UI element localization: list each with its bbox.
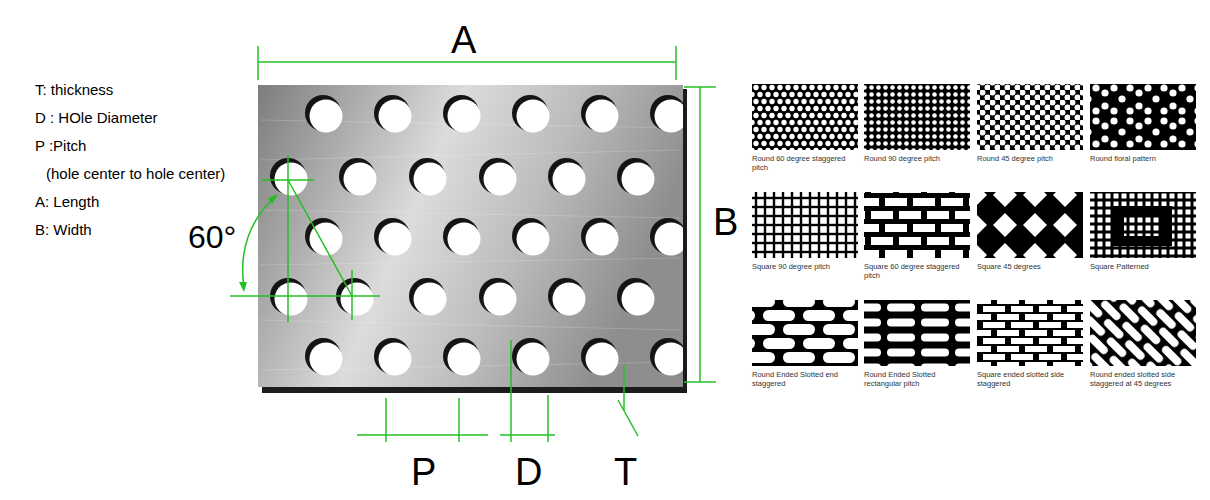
pattern-caption: Round ended slotted side staggered at 45… xyxy=(1090,370,1196,389)
pattern-swatch-area xyxy=(864,84,970,154)
pattern-caption: Round floral pattern xyxy=(1090,154,1196,163)
pattern-caption: Square 60 degree staggered pitch xyxy=(864,262,970,281)
pattern-tile: Round 90 degree pitch xyxy=(864,84,970,166)
dimension-letter: T xyxy=(614,452,637,494)
pattern-swatch-area xyxy=(1090,192,1196,262)
legend-note: B: Width xyxy=(35,222,92,239)
pattern-tile: Square 90 degree pitch xyxy=(752,192,858,274)
pattern-caption: Round Ended Slotted end staggered xyxy=(752,370,858,389)
dimension-letter: A xyxy=(451,20,476,62)
pattern-tile: Square 45 degrees xyxy=(977,192,1083,274)
pattern-swatch-area xyxy=(1090,84,1196,154)
pattern-tile: Round Ended Slotted end staggered xyxy=(752,300,858,391)
pattern-swatch-area xyxy=(752,192,858,262)
dimension-letter: B xyxy=(713,202,738,244)
pattern-tile: Round floral pattern xyxy=(1090,84,1196,166)
legend-note: A: Length xyxy=(35,194,99,211)
pattern-swatch-area xyxy=(977,300,1083,370)
pattern-caption: Square 90 degree pitch xyxy=(752,262,858,271)
pattern-tile: Round Ended Slotted rectangular pitch xyxy=(864,300,970,391)
pattern-swatch-area xyxy=(864,300,970,370)
pattern-caption: Square Patterned xyxy=(1090,262,1196,271)
dimension-letter: D xyxy=(515,452,542,494)
pattern-tile: Round ended slotted side staggered at 45… xyxy=(1090,300,1196,391)
pattern-caption: Square 45 degrees xyxy=(977,262,1083,271)
pattern-caption: Round 90 degree pitch xyxy=(864,154,970,163)
pattern-swatch-area xyxy=(752,300,858,370)
legend-note: D : HOle Diameter xyxy=(35,110,158,127)
pattern-caption: Round 60 degree staggered pitch xyxy=(752,154,858,173)
pattern-caption: Round Ended Slotted rectangular pitch xyxy=(864,370,970,389)
dimension-letter: P xyxy=(411,452,436,494)
pattern-tile: Square 60 degree staggered pitch xyxy=(864,192,970,283)
pattern-caption: Square ended slotted side staggered xyxy=(977,370,1083,389)
pattern-swatch-area xyxy=(864,192,970,262)
pattern-tile: Square Patterned xyxy=(1090,192,1196,274)
pattern-swatch-area xyxy=(977,84,1083,154)
legend-note: T: thickness xyxy=(35,82,113,99)
legend-note: (hole center to hole center) xyxy=(46,166,225,183)
legend-note: P :Pitch xyxy=(35,138,86,155)
pattern-caption: Round 45 degree pitch xyxy=(977,154,1083,163)
pattern-tile: Round 45 degree pitch xyxy=(977,84,1083,166)
pattern-tile: Round 60 degree staggered pitch xyxy=(752,84,858,175)
dimension-letter: 60° xyxy=(188,220,236,255)
pattern-tile: Square ended slotted side staggered xyxy=(977,300,1083,391)
pattern-swatch-area xyxy=(1090,300,1196,370)
pattern-swatch-area xyxy=(752,84,858,154)
pattern-swatch-area xyxy=(977,192,1083,262)
